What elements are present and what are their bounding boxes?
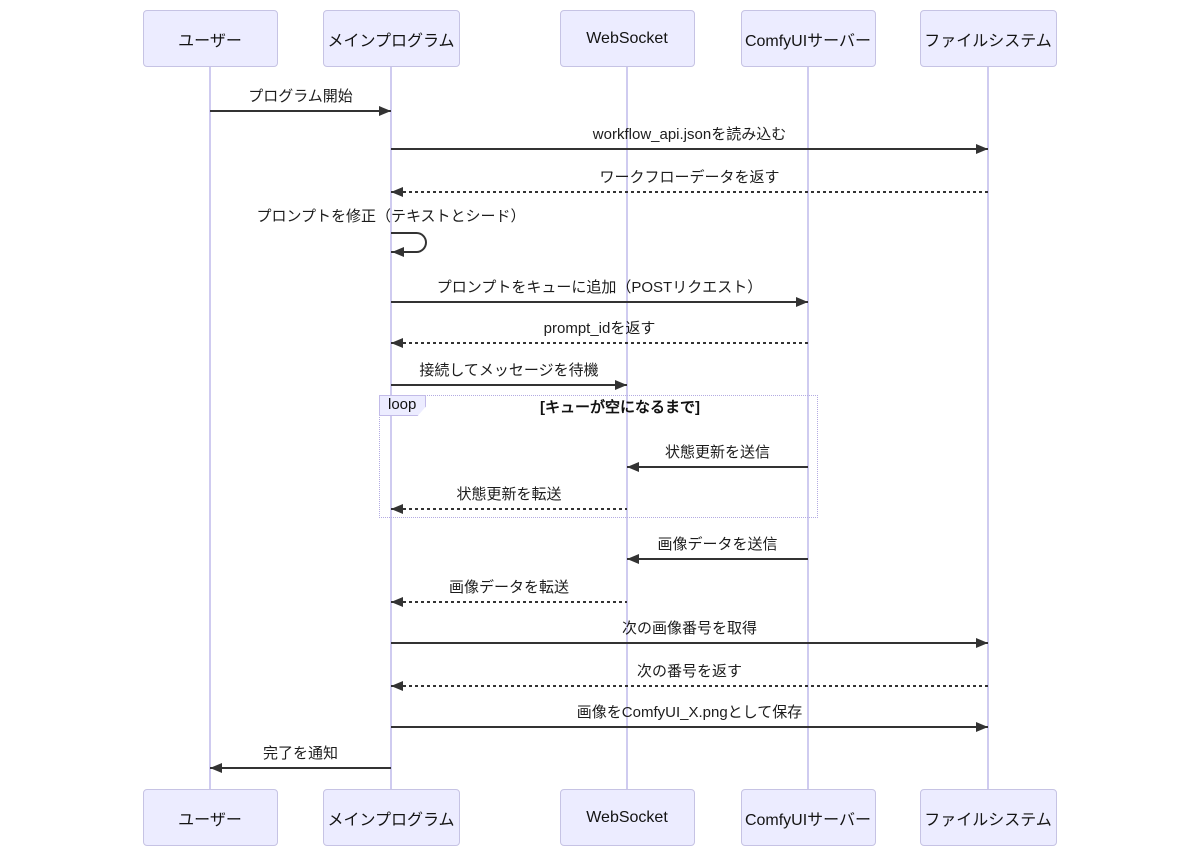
arrowhead-icon (391, 597, 403, 607)
message-label: 状態更新を送信 (664, 444, 771, 461)
message-line (391, 726, 988, 728)
message-line (391, 601, 627, 603)
lifeline-user (209, 67, 211, 789)
message-label: 画像データを転送 (448, 579, 570, 596)
message-line (210, 110, 391, 112)
arrowhead-icon (976, 144, 988, 154)
arrowhead-icon (976, 638, 988, 648)
message-label: プロンプトを修正（テキストとシード） (256, 208, 526, 225)
actor-bottom-user: ユーザー (142, 789, 278, 846)
message-label: ワークフローデータを返す (599, 169, 780, 186)
actor-top-comfyui: ComfyUIサーバー (740, 10, 876, 67)
actor-top-main: メインプログラム (322, 10, 460, 67)
actor-bottom-comfyui: ComfyUIサーバー (740, 789, 876, 846)
loop-frame (379, 395, 818, 518)
actor-label: WebSocket (586, 808, 668, 826)
message-line (391, 384, 627, 386)
actor-label: ファイルシステム (924, 32, 1052, 50)
message-label: 次の番号を返す (636, 663, 743, 680)
loop-condition: [キューが空になるまで] (540, 399, 700, 416)
arrowhead-icon (976, 722, 988, 732)
arrowhead-icon (391, 681, 403, 691)
message-label: 完了を通知 (262, 745, 339, 762)
arrowhead-icon (627, 462, 639, 472)
message-line (391, 148, 988, 150)
message-label: workflow_api.jsonを読み込む (592, 126, 787, 143)
actor-top-filesystem: ファイルシステム (919, 10, 1057, 67)
actor-bottom-filesystem: ファイルシステム (919, 789, 1057, 846)
arrowhead-icon (379, 106, 391, 116)
message-label: プログラム開始 (248, 88, 353, 105)
arrowhead-icon (391, 187, 403, 197)
message-line (391, 508, 627, 510)
message-line (210, 767, 391, 769)
lifeline-comfyui (807, 67, 809, 789)
lifeline-main (390, 67, 392, 789)
message-line (391, 642, 988, 644)
actor-top-user: ユーザー (142, 10, 278, 67)
lifeline-websocket (626, 67, 628, 789)
message-label: 接続してメッセージを待機 (419, 362, 599, 379)
actor-label: WebSocket (586, 29, 668, 47)
message-label: 画像データを送信 (657, 536, 778, 553)
message-label: 状態更新を転送 (456, 486, 562, 503)
arrowhead-icon (627, 554, 639, 564)
actor-bottom-websocket: WebSocket (559, 789, 695, 846)
lifeline-filesystem (987, 67, 989, 789)
message-line (391, 342, 808, 344)
arrowhead-icon (796, 297, 808, 307)
message-label: プロンプトをキューに追加（POSTリクエスト） (436, 279, 763, 296)
arrowhead-icon (392, 247, 404, 257)
message-line (627, 466, 808, 468)
actor-label: ファイルシステム (924, 811, 1052, 829)
arrowhead-icon (391, 504, 403, 514)
actor-bottom-main: メインプログラム (322, 789, 460, 846)
arrowhead-icon (615, 380, 627, 390)
actor-label: メインプログラム (327, 32, 455, 50)
message-line (391, 191, 988, 193)
message-label: prompt_idを返す (543, 320, 656, 337)
message-line (391, 301, 808, 303)
actor-label: ComfyUIサーバー (744, 32, 872, 50)
message-label: 画像をComfyUI_X.pngとして保存 (576, 704, 803, 721)
loop-label: loop (379, 395, 426, 416)
arrowhead-icon (391, 338, 403, 348)
actor-label: ユーザー (178, 811, 242, 829)
message-line (627, 558, 808, 560)
message-line (391, 685, 988, 687)
actor-label: ユーザー (178, 32, 242, 50)
arrowhead-icon (210, 763, 222, 773)
actor-top-websocket: WebSocket (559, 10, 695, 67)
actor-label: ComfyUIサーバー (744, 811, 872, 829)
message-label: 次の画像番号を取得 (621, 620, 758, 637)
actor-label: メインプログラム (327, 811, 455, 829)
self-message-curve (391, 232, 427, 253)
